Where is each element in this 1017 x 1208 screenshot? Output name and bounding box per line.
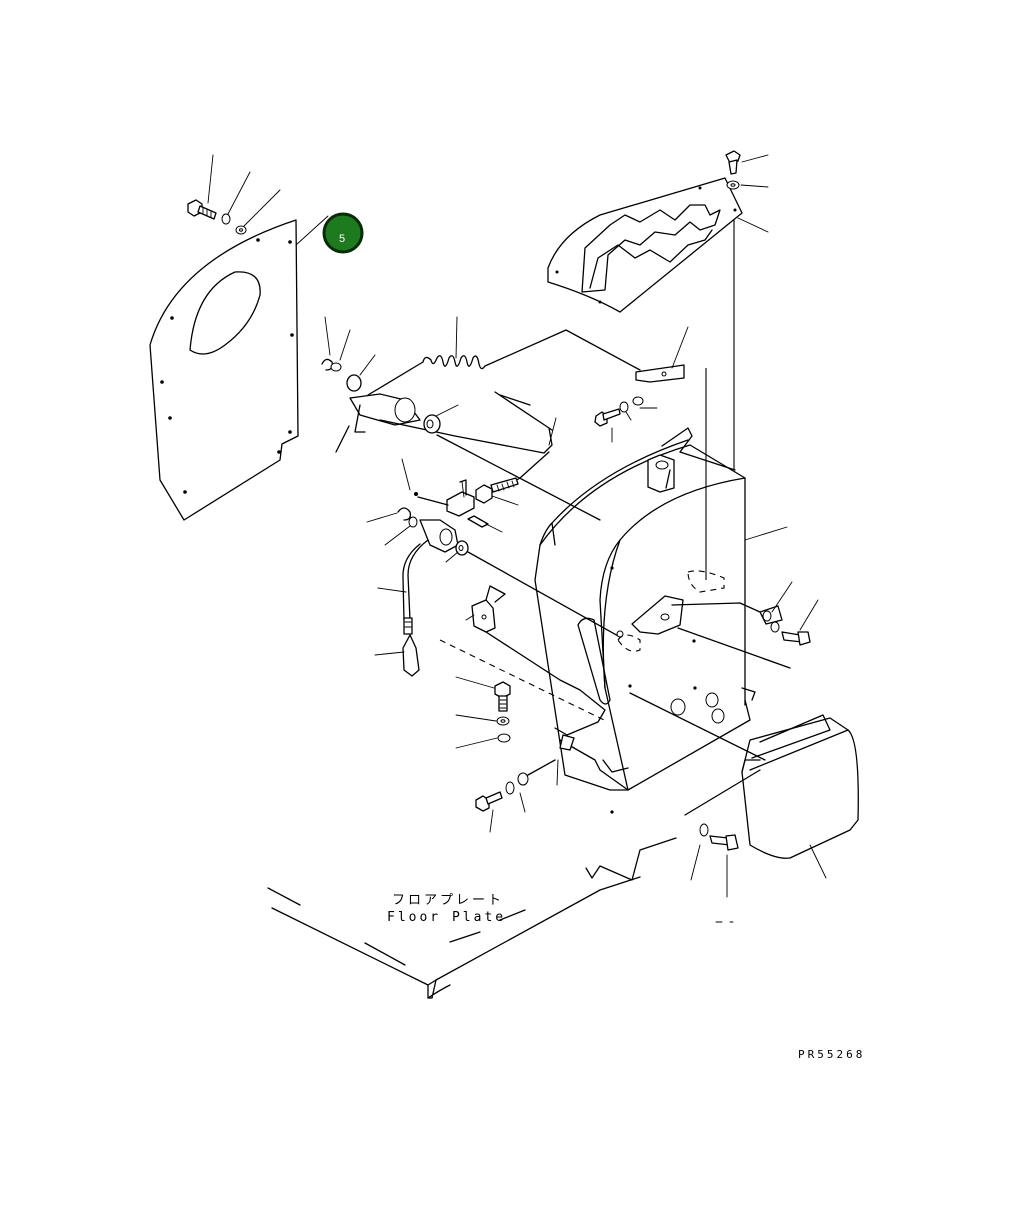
console-cover bbox=[741, 714, 859, 859]
shift-lever bbox=[402, 519, 459, 635]
hidden-edge bbox=[687, 570, 725, 593]
lever-snap-ring bbox=[397, 507, 412, 521]
clevis-pin bbox=[467, 515, 489, 528]
right-bolt bbox=[781, 631, 811, 646]
panel-bolt bbox=[187, 199, 217, 220]
rod-nut bbox=[475, 484, 493, 504]
console-bracket bbox=[631, 595, 791, 669]
bushing-small bbox=[346, 374, 362, 392]
lever-knob bbox=[402, 634, 420, 677]
floor-bolt bbox=[475, 791, 503, 812]
top-washer-1 bbox=[619, 401, 629, 413]
floor-washer-2 bbox=[517, 772, 529, 786]
cover-bolt bbox=[709, 834, 739, 851]
return-spring bbox=[422, 355, 486, 370]
mount-bolt bbox=[494, 681, 511, 712]
spring-washer bbox=[330, 362, 342, 372]
gate-screw bbox=[725, 150, 741, 175]
callout-number: 5 bbox=[339, 233, 345, 245]
mount-lock-washer bbox=[497, 733, 511, 743]
panel-lock-washer bbox=[221, 213, 231, 225]
floor-plate bbox=[267, 837, 677, 999]
console-box bbox=[534, 427, 756, 791]
top-washer-2 bbox=[632, 396, 644, 406]
drawing-code: PR55268 bbox=[798, 1048, 865, 1061]
snap-ring bbox=[321, 358, 334, 371]
right-washer bbox=[770, 621, 780, 633]
callout-circle bbox=[322, 212, 364, 254]
spring-bracket bbox=[635, 364, 685, 383]
floor-washer-1 bbox=[505, 781, 515, 795]
top-bolt bbox=[594, 408, 621, 427]
side-cover-panel bbox=[149, 219, 299, 521]
shift-gate-plate bbox=[547, 177, 743, 313]
floor-plate-label-en: Floor Plate bbox=[387, 910, 506, 925]
mount-bracket bbox=[471, 585, 506, 633]
clevis bbox=[446, 491, 475, 517]
lever-washer bbox=[408, 516, 418, 528]
callout-badge: 5 bbox=[322, 212, 364, 254]
cover-washer bbox=[699, 823, 709, 837]
floor-plate-label-jp: フロアプレート bbox=[392, 893, 504, 908]
